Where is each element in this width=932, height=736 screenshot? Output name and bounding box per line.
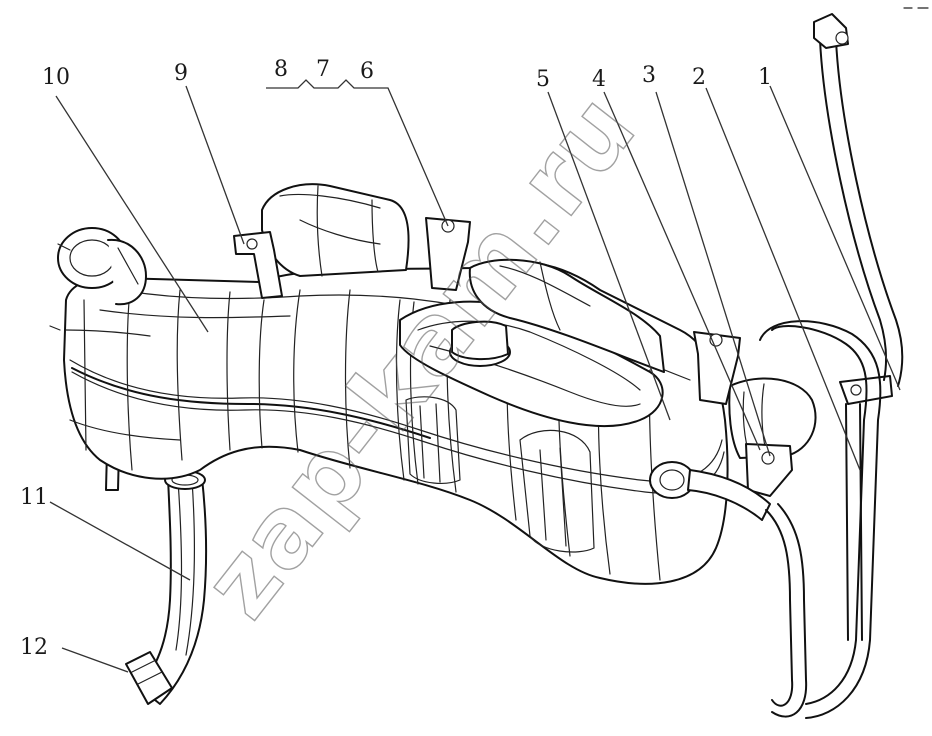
filler-hose bbox=[125, 470, 208, 705]
callout-2: 2 bbox=[692, 65, 706, 90]
callout-8: 8 bbox=[274, 57, 288, 82]
mounting-brackets bbox=[233, 217, 893, 497]
leader-lines bbox=[49, 79, 901, 673]
callout-5: 5 bbox=[536, 67, 550, 92]
callout-3: 3 bbox=[642, 63, 656, 88]
fuel-cap-assembly bbox=[49, 227, 147, 331]
callout-11: 11 bbox=[20, 485, 48, 510]
outlet-fitting bbox=[649, 461, 771, 521]
callout-10: 10 bbox=[42, 65, 70, 90]
callout-6: 6 bbox=[360, 59, 374, 84]
callout-4: 4 bbox=[592, 67, 606, 92]
callout-1: 1 bbox=[758, 65, 772, 90]
vent-tube bbox=[813, 13, 904, 387]
callout-7: 7 bbox=[316, 57, 330, 82]
callout-12: 12 bbox=[20, 635, 48, 660]
callout-labels: 1 2 3 4 5 6 7 8 9 10 11 12 bbox=[20, 57, 772, 660]
callout-9: 9 bbox=[174, 61, 188, 86]
fuel-tank-body bbox=[63, 183, 817, 585]
